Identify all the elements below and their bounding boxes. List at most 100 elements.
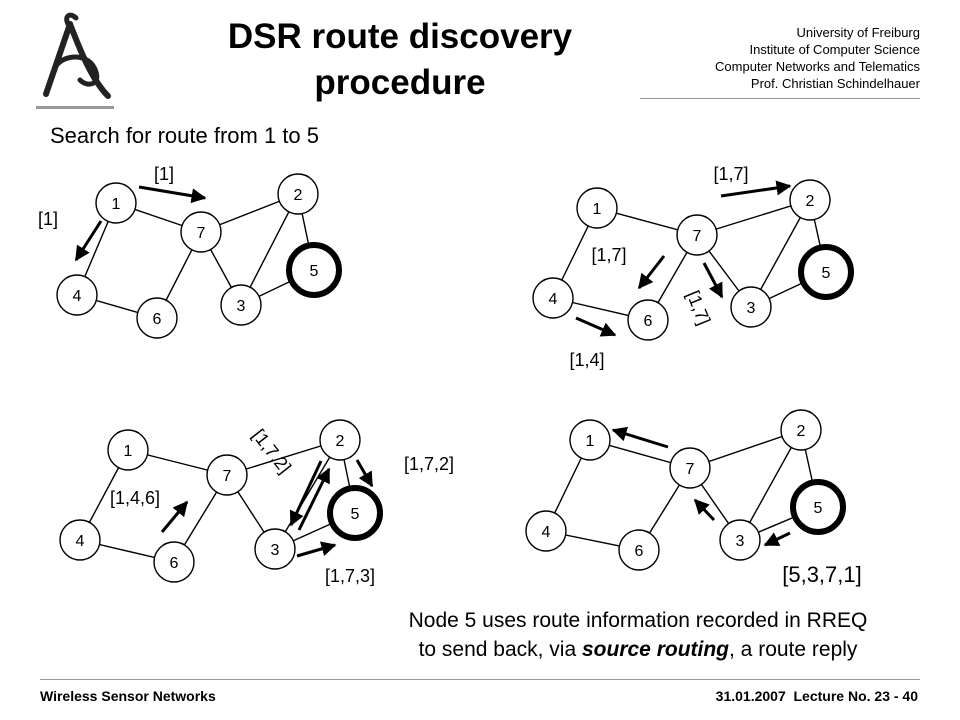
- rreq-arrow: [160, 500, 189, 533]
- diagram-1-node-labels: 1 2 7 4 6 3 5: [73, 187, 319, 328]
- node-1: [569, 419, 611, 461]
- node-label: 7: [223, 468, 232, 485]
- node-6: [136, 297, 178, 339]
- node-label: 1: [586, 433, 595, 450]
- caption-emphasis: source routing: [582, 638, 730, 661]
- node-label: 5: [822, 265, 831, 282]
- node-label: 7: [686, 461, 695, 478]
- header-rule: [640, 98, 920, 99]
- route-label: [1,4,6]: [110, 488, 160, 508]
- node-label: 6: [635, 543, 644, 560]
- node-label: 3: [237, 298, 246, 315]
- node-label: 7: [197, 225, 206, 242]
- footer-course: Wireless Sensor Networks: [40, 688, 216, 704]
- institution-block: University of Freiburg Institute of Comp…: [640, 24, 920, 92]
- diagram-3-node-labels: 1 2 7 4 6 3 5: [76, 433, 360, 572]
- route-reply-label: [5,3,7,1]: [782, 562, 862, 587]
- node-label: 2: [336, 433, 345, 450]
- node-3: [254, 528, 296, 570]
- node-6: [618, 529, 660, 571]
- node-6: [627, 299, 669, 341]
- diagram-3-nodes: [59, 419, 383, 583]
- university-logo: [36, 12, 114, 109]
- rreq-arrow: [297, 467, 331, 531]
- node-label: 3: [271, 542, 280, 559]
- node-label: 2: [806, 193, 815, 210]
- diagram-2-nodes: [532, 179, 854, 341]
- rrep-arrow: [693, 498, 716, 522]
- node-7: [180, 211, 222, 253]
- node-3: [719, 519, 761, 561]
- node-label: 5: [814, 500, 823, 517]
- node-label: 1: [124, 443, 133, 460]
- subtitle: Search for route from 1 to 5: [50, 123, 320, 148]
- node-label: 6: [153, 311, 162, 328]
- node-label: 6: [644, 313, 653, 330]
- node-5-destination: [790, 479, 846, 535]
- node-1: [576, 187, 618, 229]
- route-label: [1,7]: [713, 164, 748, 184]
- rreq-arrow: [702, 262, 724, 299]
- node-label: 5: [310, 263, 319, 280]
- node-label: 7: [693, 228, 702, 245]
- route-label: [1]: [38, 209, 58, 229]
- footer-lecture: 31.01.2007 Lecture No. 23 - 40: [715, 688, 918, 704]
- route-label: [1,7,2]: [404, 454, 454, 474]
- node-5-destination: [286, 242, 342, 298]
- diagram-4-nodes: [525, 409, 846, 571]
- institution-line: Computer Networks and Telematics: [715, 59, 920, 74]
- node-label: 2: [294, 187, 303, 204]
- node-4: [525, 510, 567, 552]
- node-label: 4: [549, 291, 558, 308]
- node-3: [730, 286, 772, 328]
- diagram-4-route-labels: [5,3,7,1]: [782, 562, 862, 587]
- rreq-arrow: [575, 316, 617, 337]
- diagram-1-arrows: [74, 185, 207, 262]
- node-1: [95, 182, 137, 224]
- node-4: [59, 519, 101, 561]
- node-5-destination: [798, 244, 854, 300]
- rreq-arrow: [296, 541, 337, 558]
- institution-line: University of Freiburg: [796, 25, 920, 40]
- diagram-1-nodes: [56, 173, 342, 339]
- rrep-arrow: [763, 531, 791, 547]
- node-4: [56, 274, 98, 316]
- diagram-2-arrows: [575, 180, 792, 337]
- node-label: 5: [351, 506, 360, 523]
- diagram-2-node-labels: 1 2 7 4 6 3 5: [549, 193, 831, 330]
- rreq-arrow: [720, 180, 792, 198]
- institution-line: Prof. Christian Schindelhauer: [750, 76, 920, 91]
- route-label: [1,7,3]: [325, 566, 375, 586]
- rreq-arrow: [289, 460, 323, 527]
- node-label: 1: [593, 201, 602, 218]
- caption-line-1: Node 5 uses route information recorded i…: [408, 609, 868, 632]
- route-label: [1,4]: [569, 350, 604, 370]
- node-label: 4: [73, 288, 82, 305]
- node-label: 1: [112, 196, 121, 213]
- node-2: [277, 173, 319, 215]
- node-4: [532, 277, 574, 319]
- route-label: [1,7]: [683, 288, 715, 328]
- diagram-3-arrows: [160, 459, 374, 558]
- node-2: [789, 179, 831, 221]
- rreq-arrow: [138, 185, 207, 204]
- route-label: [1,7]: [591, 245, 626, 265]
- node-7: [676, 214, 718, 256]
- diagram-4-arrows: [611, 426, 791, 547]
- node-label: 2: [797, 423, 806, 440]
- node-7: [669, 447, 711, 489]
- node-label: 6: [170, 555, 179, 572]
- rreq-arrow: [74, 220, 103, 262]
- route-label: [1,7,2]: [248, 425, 295, 477]
- node-5-destination: [327, 485, 383, 541]
- footer-rule: [40, 679, 920, 680]
- institution-line: Institute of Computer Science: [749, 42, 920, 57]
- caption-line-2: to send back, via source routing, a rout…: [418, 638, 858, 661]
- diagram-1-route-labels: [1] [1]: [38, 164, 174, 229]
- node-label: 3: [747, 300, 756, 317]
- page-title: DSR route discovery procedure: [227, 17, 573, 102]
- node-3: [220, 284, 262, 326]
- node-6: [153, 541, 195, 583]
- node-2: [780, 409, 822, 451]
